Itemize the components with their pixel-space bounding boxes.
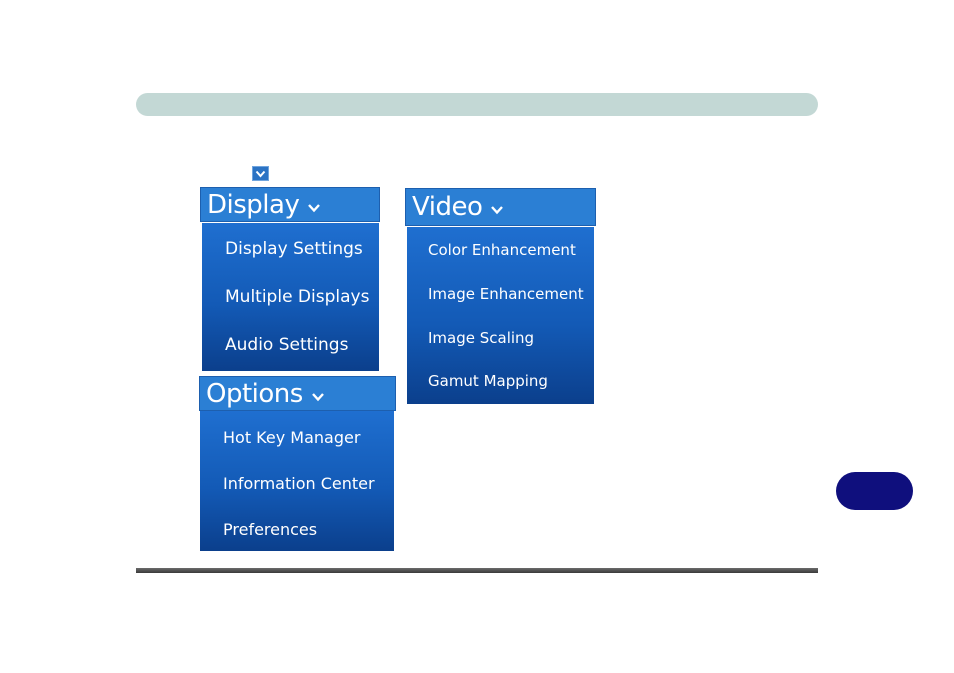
chevron-down-icon [491,206,504,215]
video-menu-header[interactable]: Video [405,188,596,226]
menu-item-color-enhancement[interactable]: Color Enhancement [428,241,576,259]
menu-item-image-enhancement[interactable]: Image Enhancement [428,285,584,303]
chevron-down-icon [311,392,324,401]
display-menu-header[interactable]: Display [200,187,380,222]
options-menu-title: Options [206,378,303,409]
menu-item-gamut-mapping[interactable]: Gamut Mapping [428,372,548,390]
chevron-down-icon [308,203,321,212]
menu-item-audio-settings[interactable]: Audio Settings [225,335,349,355]
menu-item-information-center[interactable]: Information Center [223,474,375,493]
menu-item-preferences[interactable]: Preferences [223,520,318,539]
video-menu-panel: Color Enhancement Image Enhancement Imag… [407,227,594,404]
footer-rule [136,568,818,573]
menu-item-image-scaling[interactable]: Image Scaling [428,329,535,347]
chapter-tab [836,472,913,510]
page-header-bar [136,93,818,116]
options-menu-panel: Hot Key Manager Information Center Prefe… [200,411,394,551]
small-dropdown-button[interactable] [252,166,269,181]
display-menu-panel: Display Settings Multiple Displays Audio… [202,223,379,371]
chevron-down-icon [255,170,266,178]
video-menu-title: Video [412,192,483,222]
menu-item-hot-key-manager[interactable]: Hot Key Manager [223,428,361,447]
display-menu-title: Display [207,189,300,220]
options-menu-header[interactable]: Options [199,376,396,411]
menu-item-multiple-displays[interactable]: Multiple Displays [225,287,370,307]
menu-item-display-settings[interactable]: Display Settings [225,239,363,259]
